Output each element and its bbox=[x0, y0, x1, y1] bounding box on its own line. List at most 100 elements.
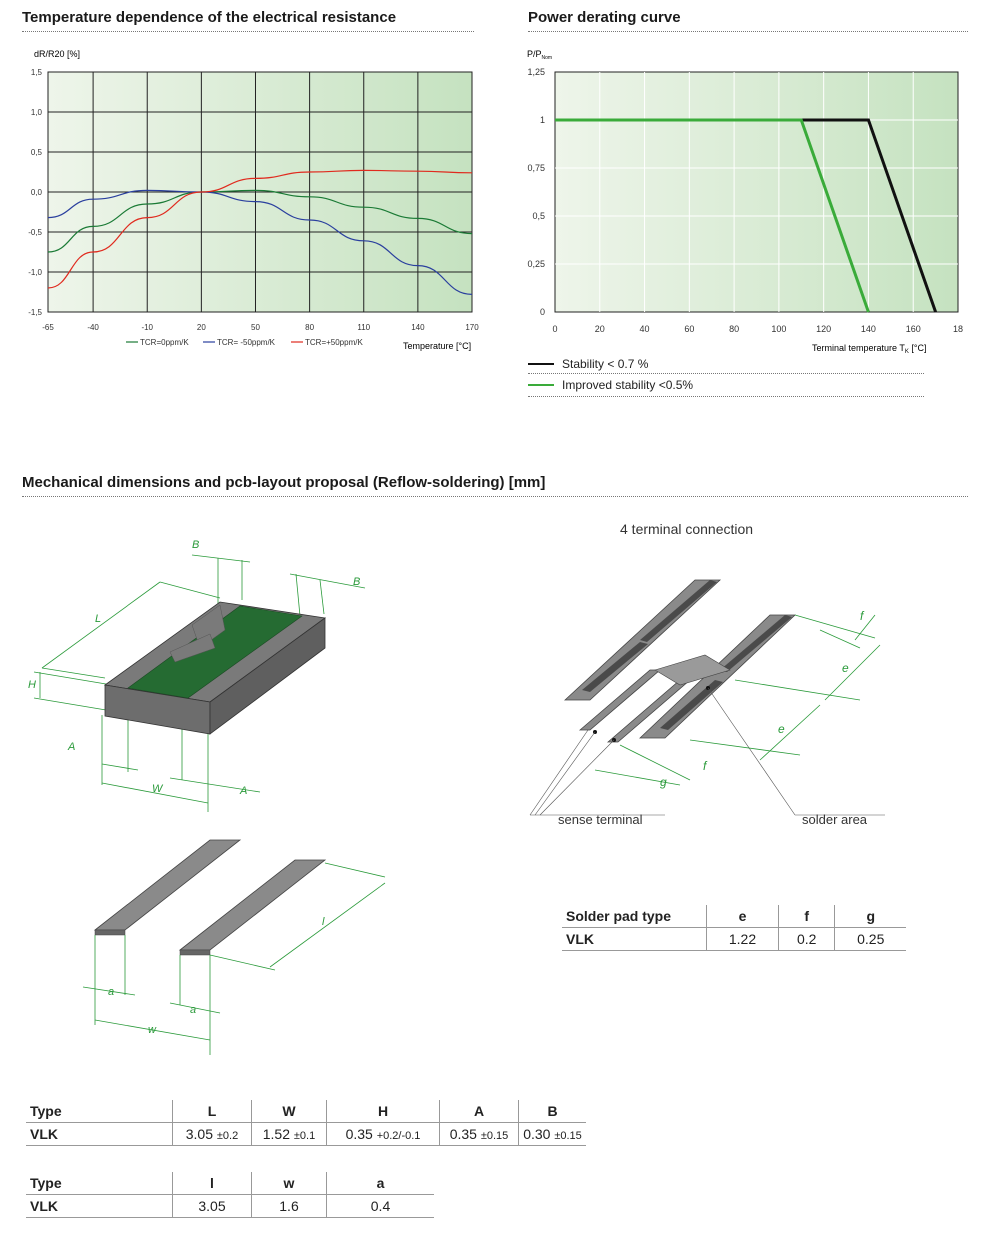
table-header-row: Type l w a bbox=[26, 1172, 434, 1195]
x-tick-label: 18 bbox=[953, 324, 963, 334]
legend-item-stability: Stability < 0.7 % bbox=[528, 355, 924, 373]
y-axis-label: dR/R20 [%] bbox=[34, 49, 80, 59]
table-cell: 0.4 bbox=[326, 1194, 434, 1218]
table-cell: 0.25 bbox=[834, 927, 906, 951]
solder-area bbox=[582, 642, 648, 692]
table-cell: e bbox=[706, 905, 779, 928]
x-axis-label: Terminal temperature TK [°C] bbox=[812, 343, 927, 355]
legend-label: Improved stability <0.5% bbox=[562, 378, 694, 392]
chip-resistor-drawing: L B B H A W A bbox=[28, 539, 366, 812]
series-line bbox=[555, 118, 870, 313]
dim-label-a2: a bbox=[190, 1004, 196, 1016]
resistor-side bbox=[209, 617, 326, 735]
dim-label-B2: B bbox=[353, 576, 360, 588]
legend-swatch bbox=[528, 384, 554, 386]
divider bbox=[528, 373, 924, 374]
table-cell: l bbox=[172, 1172, 252, 1195]
sense-terminal-label: sense terminal bbox=[558, 812, 643, 827]
x-tick-label: 140 bbox=[861, 324, 876, 334]
table-header-row: Type L W H A B bbox=[26, 1100, 586, 1123]
dim-label-e2: e bbox=[778, 722, 785, 736]
x-tick-label: 0 bbox=[552, 324, 557, 334]
table-cell: g bbox=[834, 905, 906, 928]
table-cell: VLK bbox=[562, 927, 707, 951]
y-tick-label: -1,5 bbox=[28, 308, 42, 317]
series-line bbox=[47, 169, 473, 289]
x-tick-label: 170 bbox=[465, 323, 479, 332]
power-chart-title: Power derating curve bbox=[528, 9, 681, 26]
x-tick-label: 110 bbox=[357, 323, 370, 332]
x-axis-label: Temperature [°C] bbox=[403, 341, 471, 351]
divider bbox=[22, 496, 968, 497]
x-tick-label: 140 bbox=[411, 323, 425, 332]
legend-label: TCR=+50ppm/K bbox=[305, 338, 363, 347]
table-cell: 1.52 ±0.1 bbox=[251, 1122, 327, 1146]
table-cell: VLK bbox=[26, 1194, 173, 1218]
pad-right-edge bbox=[179, 949, 211, 956]
dim-label-f2: f bbox=[703, 759, 708, 773]
y-tick-label: -1,0 bbox=[28, 268, 42, 277]
x-tick-label: 20 bbox=[595, 324, 605, 334]
solder-area bbox=[640, 580, 717, 642]
dimension-lines bbox=[594, 614, 881, 786]
dim-label-l: l bbox=[322, 916, 325, 928]
table-cell: L bbox=[172, 1100, 252, 1123]
y-tick-label: 1,0 bbox=[31, 108, 43, 117]
y-tick-label: 1,5 bbox=[31, 68, 43, 77]
pad-left bbox=[93, 839, 242, 931]
plot-area bbox=[554, 71, 959, 313]
table-cell: 1.22 bbox=[706, 927, 779, 951]
table-cell: 3.05 bbox=[172, 1194, 252, 1218]
dimension-lines bbox=[33, 554, 366, 812]
table-cell: f bbox=[777, 905, 835, 928]
legend-label: TCR=0ppm/K bbox=[140, 338, 189, 347]
dim-label-f: f bbox=[860, 609, 865, 623]
table-cell: A bbox=[439, 1100, 519, 1123]
x-tick-label: 50 bbox=[251, 323, 260, 332]
table-cell: w bbox=[251, 1172, 327, 1195]
x-tick-label: 120 bbox=[816, 324, 831, 334]
x-tick-label: 60 bbox=[684, 324, 694, 334]
y-axis-label: P/PNom bbox=[527, 49, 552, 61]
legend-swatch bbox=[528, 363, 554, 365]
y-tick-label: 0,0 bbox=[31, 188, 43, 197]
pad-right bbox=[178, 859, 327, 951]
table-cell: H bbox=[326, 1100, 440, 1123]
dim-label-w: w bbox=[148, 1024, 157, 1036]
four-terminal-drawing: f e e f g sense terminal solder area bbox=[529, 579, 885, 827]
series-line bbox=[47, 189, 473, 253]
x-tick-label: 100 bbox=[771, 324, 786, 334]
table-cell: B bbox=[518, 1100, 586, 1123]
dim-label-a: a bbox=[108, 986, 114, 998]
mechanical-section-title: Mechanical dimensions and pcb-layout pro… bbox=[22, 474, 546, 491]
y-tick-label: 0 bbox=[540, 307, 545, 317]
dim-label-e: e bbox=[842, 661, 849, 675]
temperature-chart-title: Temperature dependence of the electrical… bbox=[22, 9, 397, 26]
table-cell: 1.6 bbox=[251, 1194, 327, 1218]
dim-label-A: A bbox=[67, 741, 75, 753]
table-row: VLK 3.05 1.6 0.4 bbox=[26, 1194, 434, 1218]
table-cell: 3.05 ±0.2 bbox=[172, 1122, 252, 1146]
x-tick-label: -10 bbox=[141, 323, 153, 332]
dim-label-L: L bbox=[95, 613, 101, 625]
dim-label-W: W bbox=[152, 783, 164, 795]
table-row: VLK 1.22 0.2 0.25 bbox=[562, 927, 906, 951]
series-line bbox=[47, 189, 473, 295]
table-cell: W bbox=[251, 1100, 327, 1123]
y-tick-label: 0,25 bbox=[527, 259, 545, 269]
table-cell: VLK bbox=[26, 1122, 173, 1146]
solder-area-label: solder area bbox=[802, 812, 868, 827]
divider bbox=[528, 396, 924, 397]
table-cell: Type bbox=[26, 1172, 173, 1195]
dim-label-B: B bbox=[192, 539, 199, 551]
pad-layout-drawing: a a w l bbox=[82, 839, 386, 1055]
solder-area bbox=[720, 615, 792, 672]
table-cell: a bbox=[326, 1172, 434, 1195]
x-tick-label: -65 bbox=[42, 323, 54, 332]
solder-area bbox=[660, 680, 723, 730]
y-tick-label: 0,75 bbox=[527, 163, 545, 173]
y-tick-label: 0,5 bbox=[532, 211, 545, 221]
